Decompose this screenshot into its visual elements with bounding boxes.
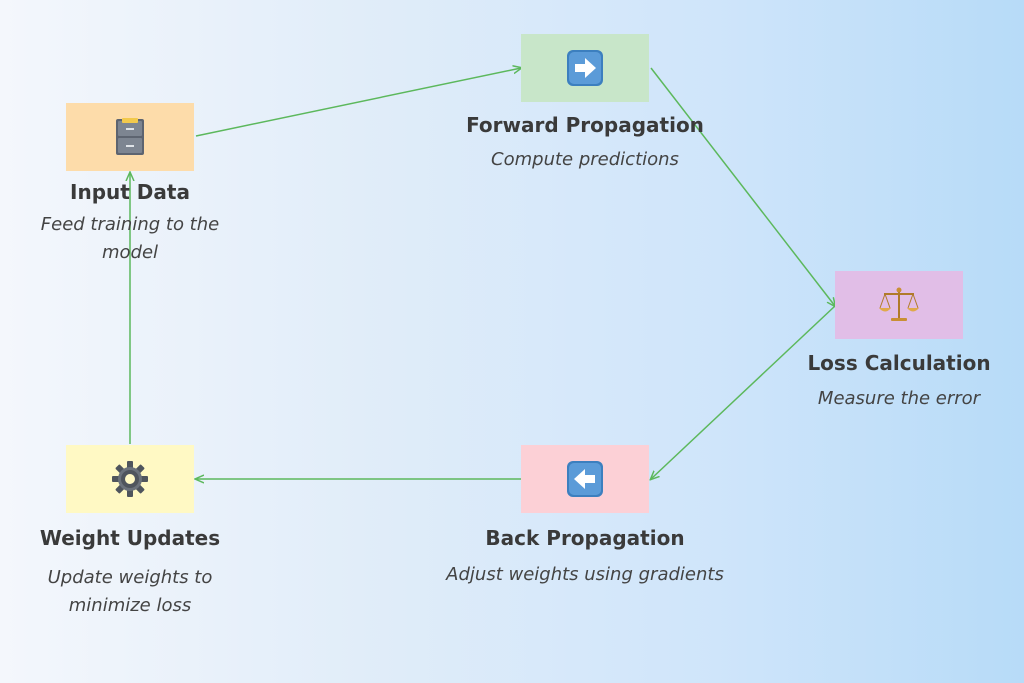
input-data-box [66, 103, 194, 171]
balance-scale-icon [878, 286, 920, 324]
loss-calculation-subtitle: Measure the error [817, 388, 981, 409]
back-propagation-title: Back Propagation [485, 526, 685, 550]
weight-updates-title: Weight Updates [39, 526, 221, 550]
back-propagation-box [521, 445, 649, 513]
right-arrow-icon [566, 49, 604, 87]
edge-forward-to-loss [650, 67, 835, 306]
input-data-title: Input Data [70, 180, 190, 204]
edge-loss-to-back [651, 305, 836, 479]
loss-calculation-box [835, 271, 963, 339]
forward-propagation-subtitle: Compute predictions [491, 149, 679, 170]
input-data-subtitle: Feed training to the model [40, 214, 220, 263]
forward-propagation-box [521, 34, 649, 102]
left-arrow-icon [566, 460, 604, 498]
loss-calculation-title: Loss Calculation [807, 351, 991, 375]
forward-propagation-title: Forward Propagation [466, 113, 704, 137]
weight-updates-subtitle: Update weights to minimize loss [47, 567, 213, 616]
back-propagation-subtitle: Adjust weights using gradients [446, 564, 724, 585]
gear-icon [110, 459, 150, 499]
edge-input-to-forward [195, 68, 521, 137]
weight-updates-box [66, 445, 194, 513]
file-cabinet-icon [113, 117, 147, 157]
